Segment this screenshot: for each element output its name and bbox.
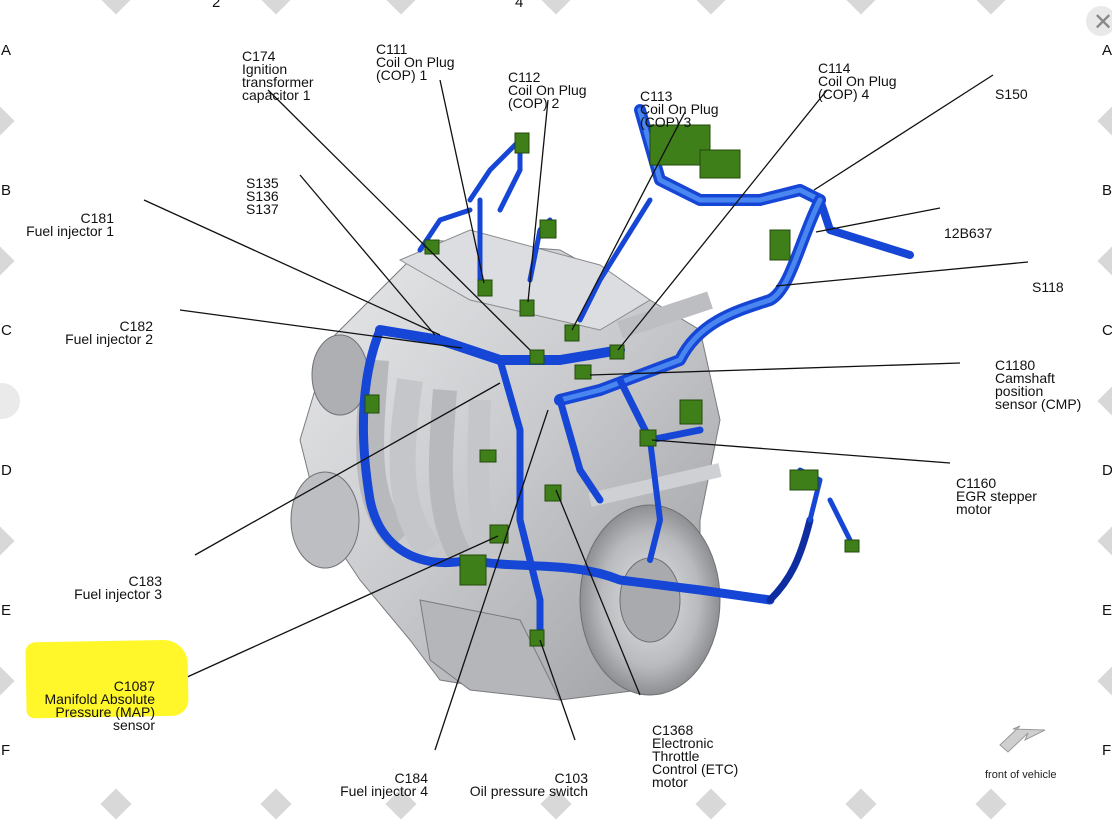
- leader-lines: [143, 74, 1029, 751]
- grid-number-top: 4: [515, 0, 524, 11]
- grid-letter-right: E: [1102, 602, 1112, 619]
- close-button[interactable]: ✕: [1086, 6, 1112, 36]
- grid-letter-left: A: [1, 42, 12, 59]
- grid-letter-right: D: [1102, 462, 1112, 479]
- pulley: [290, 471, 360, 569]
- connectors: [364, 124, 860, 647]
- intake-runner: [356, 359, 411, 550]
- label-12b637: 12B637: [944, 225, 993, 241]
- previous-button[interactable]: [0, 383, 20, 419]
- oil-pan: [419, 599, 561, 701]
- intake-runner: [467, 399, 501, 564]
- pipe: [617, 291, 713, 339]
- grid-letter-right: F: [1102, 742, 1112, 759]
- grid-number-top: 2: [212, 0, 221, 11]
- grid-letter-left: C: [1, 322, 12, 339]
- label-s150: S150: [995, 86, 1028, 102]
- flywheel-hub: [619, 557, 681, 643]
- wiring-harness: [358, 104, 914, 644]
- label-s135: S135 S136 S137: [246, 175, 279, 217]
- grid-letter-left: B: [1, 182, 12, 199]
- front-arrow-icon: [999, 725, 1046, 753]
- intake-runner: [389, 378, 441, 559]
- grid-letter-left: F: [1, 742, 11, 759]
- grid-letter-right: B: [1102, 182, 1112, 199]
- grid-letter-right: A: [1102, 42, 1112, 59]
- label-s118: S118: [1032, 279, 1064, 295]
- grid-letter-left: E: [1, 602, 12, 619]
- close-icon: ✕: [1093, 9, 1112, 36]
- intake-runner: [428, 389, 471, 561]
- grid-letter-left: D: [1, 462, 12, 479]
- pulley: [311, 334, 369, 416]
- front-of-vehicle-label: front of vehicle: [985, 769, 1057, 781]
- grid-letter-right: C: [1102, 322, 1112, 339]
- engine-illustration: [143, 74, 1046, 753]
